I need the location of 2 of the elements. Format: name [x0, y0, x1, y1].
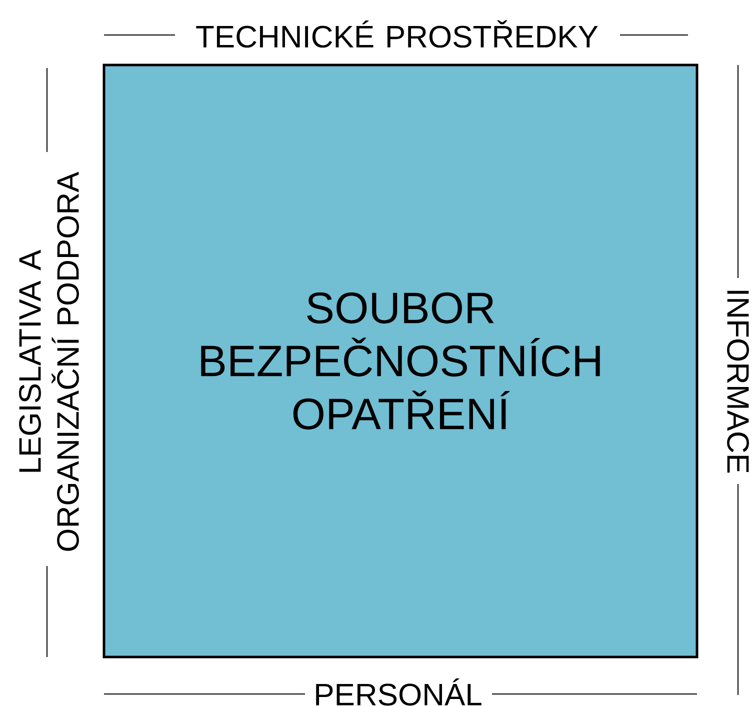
main-box: SOUBOR BEZPEČNOSTNÍCH OPATŘENÍ [102, 64, 698, 658]
side-label: INFORMACE [727, 290, 749, 473]
